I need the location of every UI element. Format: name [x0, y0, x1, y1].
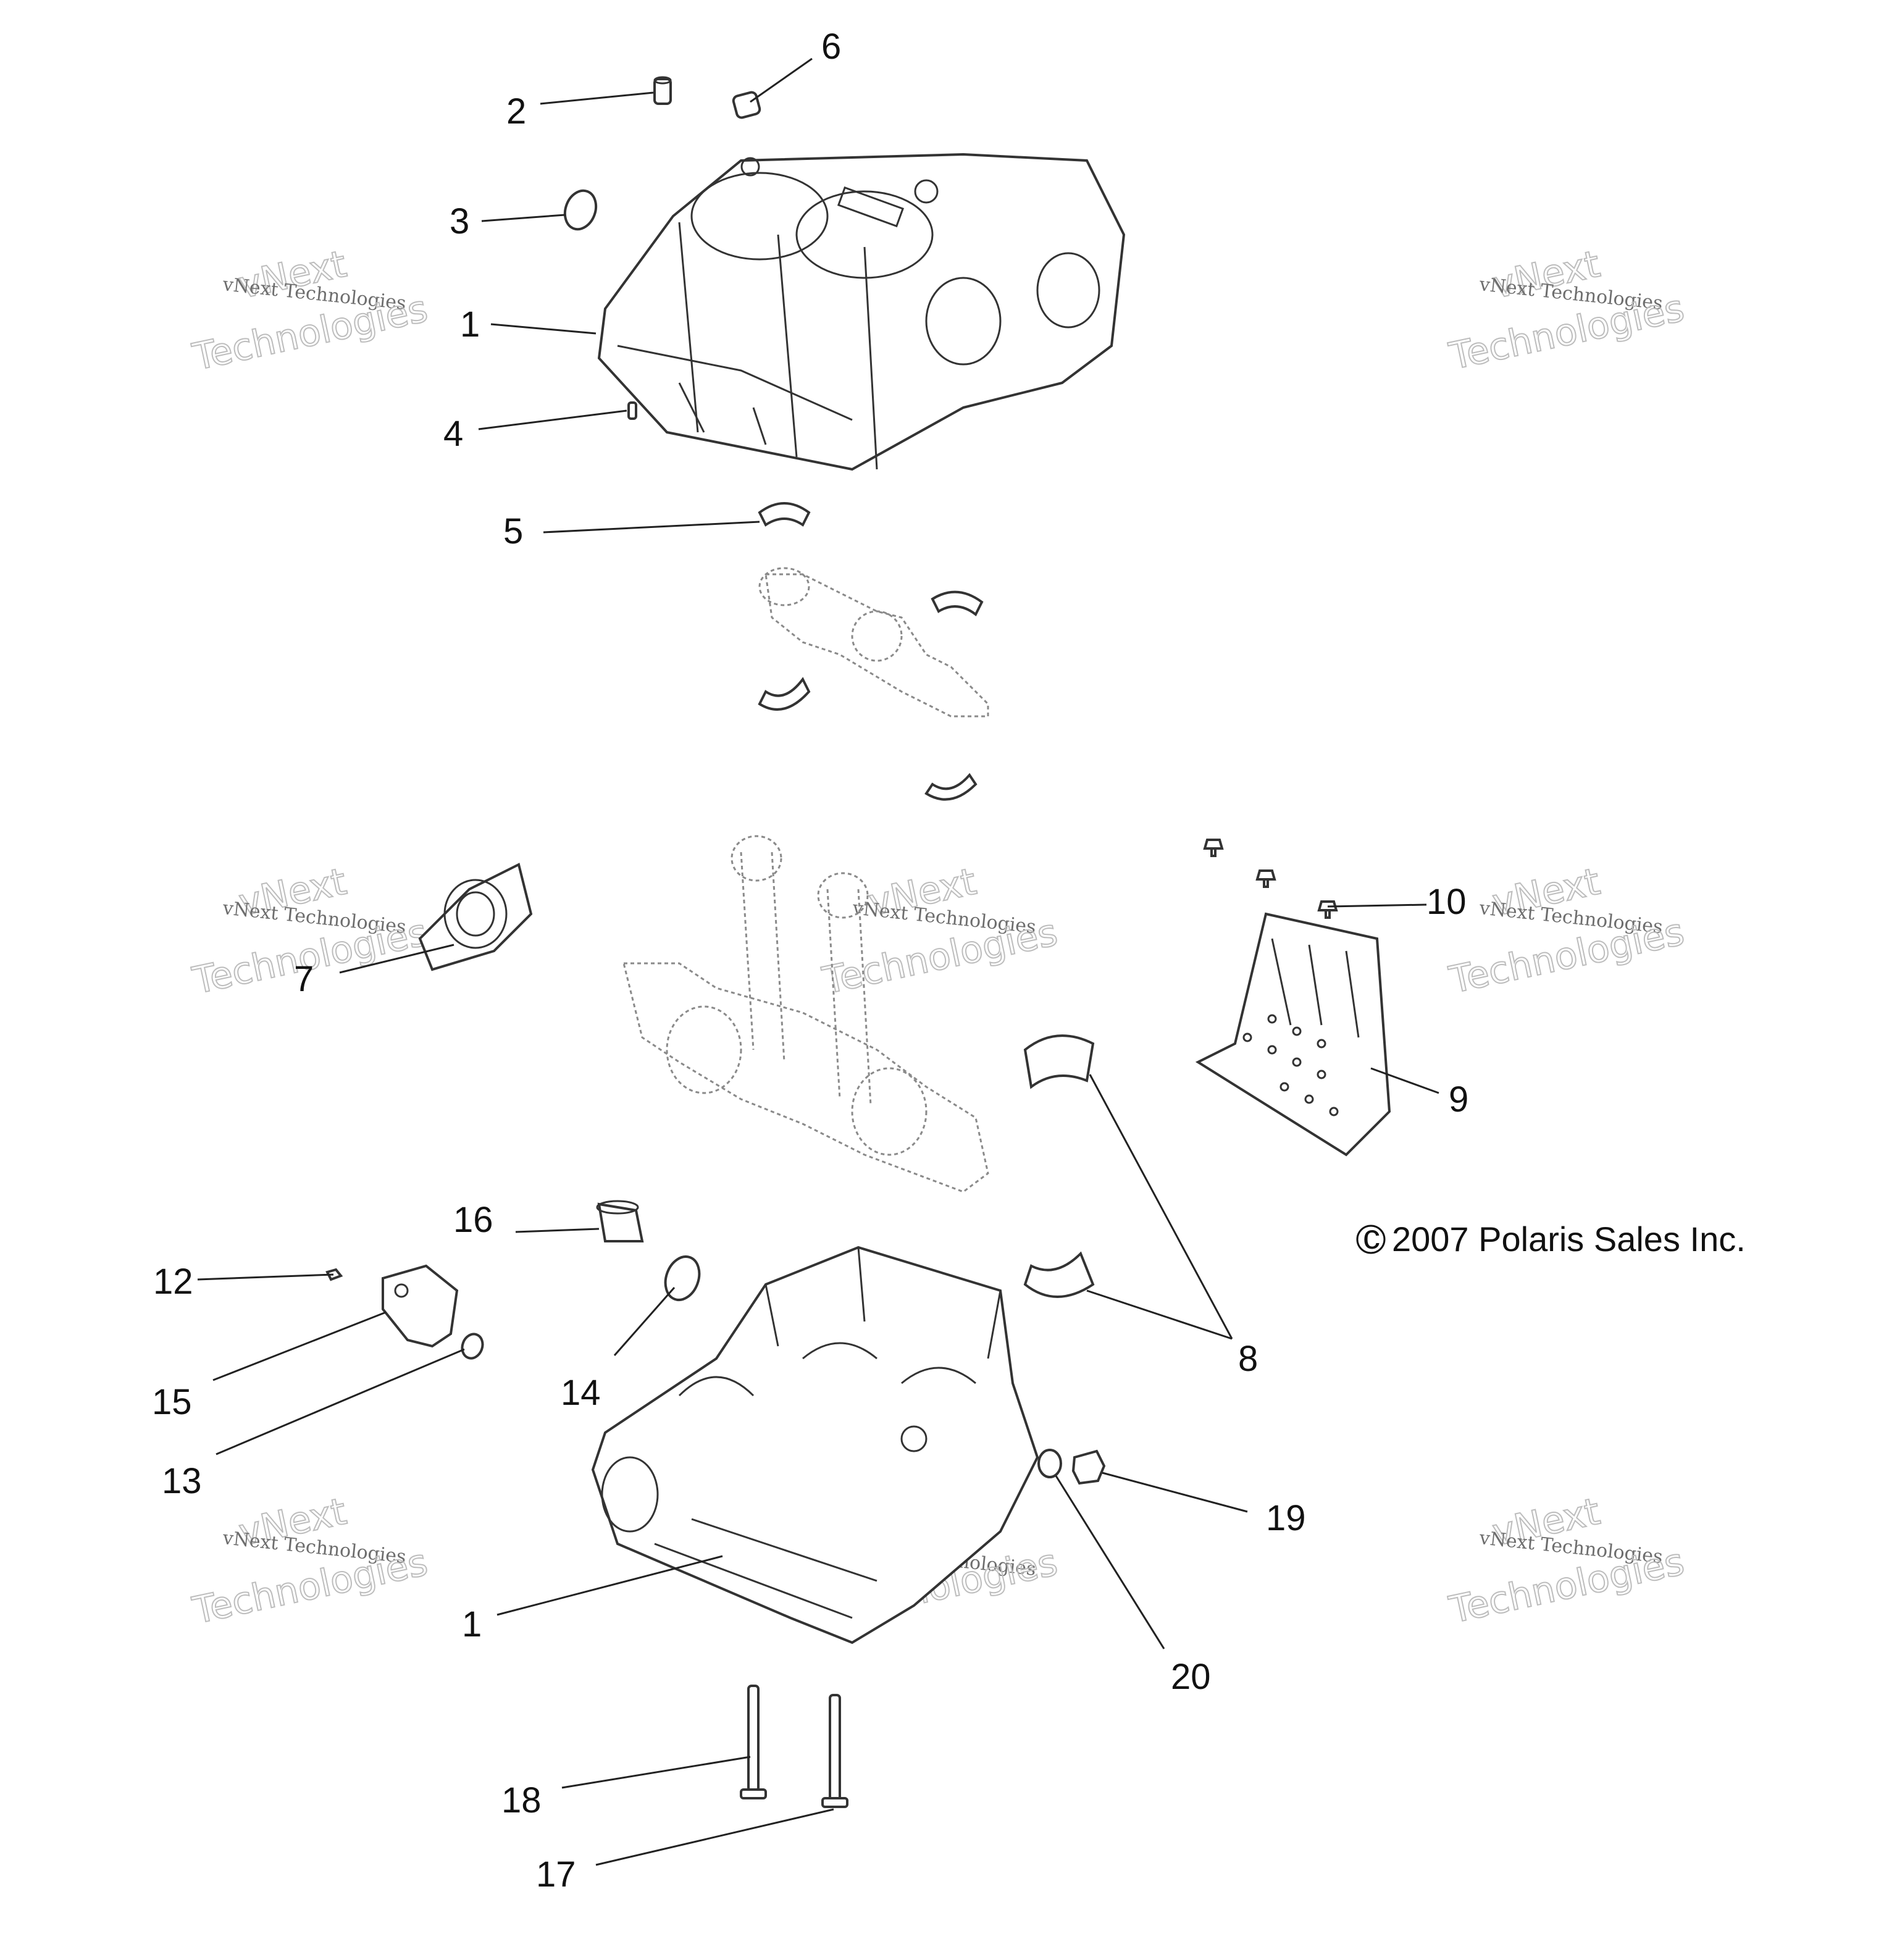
callout-20: 20	[1171, 1657, 1211, 1697]
leader-lines	[197, 57, 1439, 1866]
seal-illustration	[418, 863, 533, 971]
dowel-pin-illustration	[653, 76, 672, 105]
bolt-illustration	[1203, 839, 1338, 919]
callout-16: 16	[453, 1200, 493, 1240]
copyright-notice: c 2007 Polaris Sales Inc.	[1356, 1217, 1746, 1259]
callout-12: 12	[153, 1262, 193, 1302]
pin-illustration	[627, 401, 637, 420]
upper-crankcase-illustration	[597, 153, 1126, 471]
callout-1-lower: 1	[462, 1604, 482, 1644]
longer-bolt-illustration	[821, 1694, 848, 1808]
callout-17: 17	[536, 1854, 576, 1895]
callout-7: 7	[294, 959, 314, 999]
callout-9: 9	[1449, 1079, 1468, 1120]
watermark-mid-right: vNext vNext Technologies Technologies	[1445, 860, 1689, 1003]
phantom-crankshaft	[622, 835, 989, 1193]
callout-4: 4	[443, 414, 463, 454]
watermark-mid-center: vNext vNext Technologies Technologies	[818, 860, 1062, 1003]
callout-1-upper: 1	[460, 304, 480, 345]
watermark-bottom-right: vNext vNext Technologies Technologies	[1445, 1489, 1689, 1633]
sleeve-illustration	[732, 91, 761, 119]
watermark-top-left: vNext vNext Technologies Technologies	[188, 242, 432, 380]
phantom-balance-shaft	[758, 567, 989, 718]
cover-illustration	[382, 1264, 459, 1348]
watermark-bottom-left: vNext vNext Technologies Technologies	[188, 1489, 432, 1633]
callout-15: 15	[152, 1382, 192, 1422]
bushing-illustration	[596, 1200, 644, 1242]
small-o-ring-illustration	[461, 1333, 484, 1360]
washer-illustration	[1037, 1449, 1062, 1478]
callout-5: 5	[503, 511, 523, 551]
lower-crankcase-illustration	[591, 1246, 1039, 1644]
callout-2: 2	[506, 91, 526, 132]
watermark-top-right: vNext vNext Technologies Technologies	[1445, 242, 1689, 379]
callout-19: 19	[1266, 1498, 1306, 1538]
o-ring-illustration	[563, 189, 598, 231]
main-bearing-illustration	[1023, 1034, 1095, 1298]
long-bolt-illustration	[740, 1685, 767, 1799]
callout-13: 13	[162, 1461, 202, 1501]
drain-plug-illustration	[1071, 1449, 1106, 1485]
copyright-symbol-icon	[1356, 1225, 1386, 1254]
callout-14: 14	[561, 1373, 601, 1413]
copyright-symbol-letter: c	[1363, 1217, 1380, 1256]
callout-10: 10	[1426, 882, 1467, 922]
fitting-illustration	[325, 1268, 343, 1281]
copyright-text: 2007 Polaris Sales Inc.	[1392, 1220, 1746, 1259]
callout-6: 6	[821, 27, 841, 67]
baffle-plate-illustration	[1195, 912, 1391, 1157]
callout-18: 18	[501, 1780, 542, 1820]
callout-3: 3	[450, 201, 469, 241]
callout-8: 8	[1238, 1339, 1258, 1379]
bearing-shell-illustration	[758, 502, 984, 801]
